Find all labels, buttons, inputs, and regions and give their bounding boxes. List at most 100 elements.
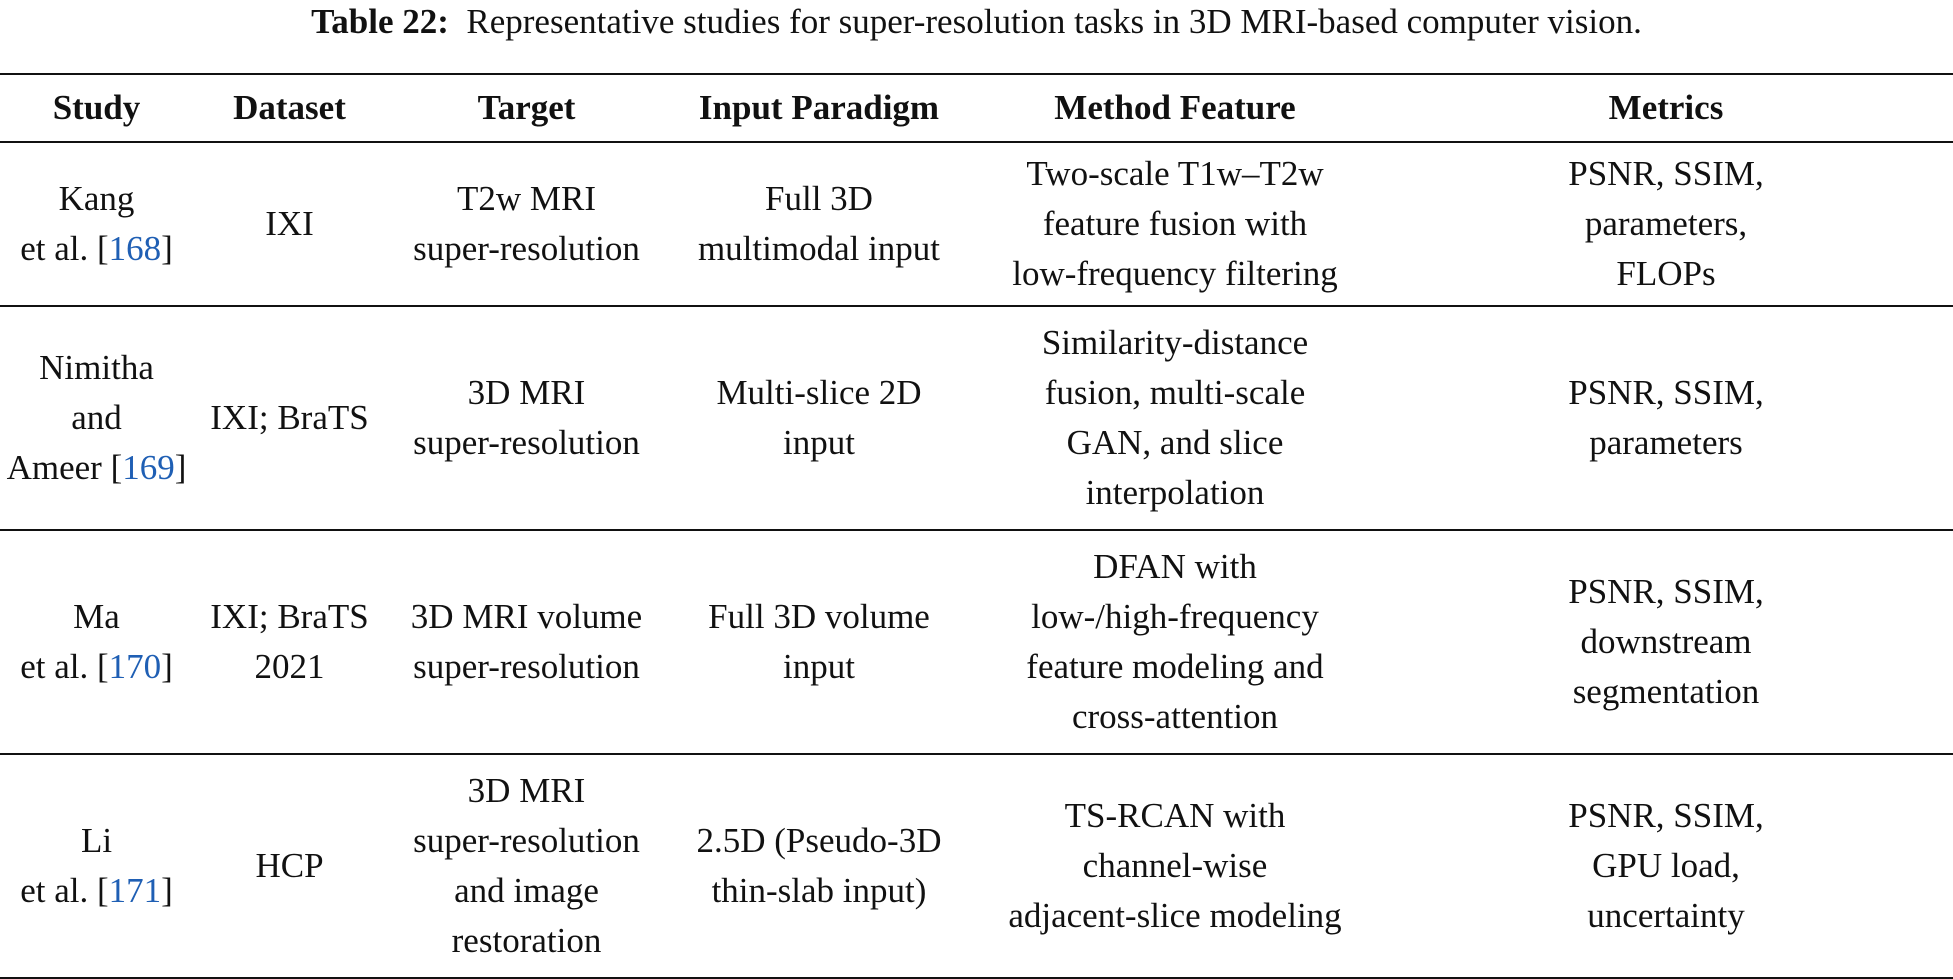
study-text: et al. [	[20, 647, 109, 686]
study-line: and	[71, 398, 122, 437]
header-row: Study Dataset Target Input Paradigm Meth…	[0, 74, 1953, 142]
target-line: super-resolution	[413, 821, 640, 860]
target-line: super-resolution	[413, 229, 640, 268]
target-line: super-resolution	[413, 647, 640, 686]
target-line: super-resolution	[413, 423, 640, 462]
target-cell: 3D MRI volume super-resolution	[386, 530, 667, 754]
metrics-line: PSNR, SSIM,	[1568, 154, 1764, 193]
dataset-cell: IXI	[193, 142, 386, 306]
citation-link[interactable]: 168	[108, 229, 162, 268]
method-line: feature fusion with	[1042, 204, 1308, 243]
method-line: feature modeling and	[1026, 647, 1324, 686]
metrics-line: PSNR, SSIM,	[1568, 373, 1764, 412]
table-row: Kang et al. [168] IXI T2w MRI super-reso…	[0, 142, 1953, 306]
input-line: multimodal input	[697, 229, 941, 268]
table-row: Ma et al. [170] IXI; BraTS 2021 3D MRI v…	[0, 530, 1953, 754]
study-line: Li	[80, 821, 113, 860]
study-line: Nimitha	[39, 348, 154, 387]
study-text: Ameer [	[6, 448, 123, 487]
input-line: Full 3D volume	[708, 597, 930, 636]
header-dataset: Dataset	[233, 88, 346, 127]
table-row: Nimitha and Ameer [169] IXI; BraTS 3D MR…	[0, 306, 1953, 530]
input-line: Multi-slice 2D	[716, 373, 922, 412]
table-row: Li et al. [171] HCP 3D MRI super-resolut…	[0, 754, 1953, 978]
dataset-cell: IXI; BraTS 2021	[193, 530, 386, 754]
metrics-cell: PSNR, SSIM, downstream segmentation	[1379, 530, 1953, 754]
study-cell: Li et al. [171]	[0, 754, 193, 978]
dataset-cell: HCP	[193, 754, 386, 978]
metrics-line: parameters,	[1584, 204, 1748, 243]
dataset-line: IXI; BraTS	[210, 398, 369, 437]
input-line: 2.5D (Pseudo-3D	[696, 821, 942, 860]
target-line: and image	[454, 871, 599, 910]
target-cell: 3D MRI super-resolution and image restor…	[386, 754, 667, 978]
target-line: T2w MRI	[456, 179, 597, 218]
table-caption: Table 22: Representative studies for sup…	[0, 2, 1953, 42]
citation-link[interactable]: 170	[108, 647, 162, 686]
study-cell: Kang et al. [168]	[0, 142, 193, 306]
method-line: low-frequency filtering	[1012, 254, 1338, 293]
metrics-cell: PSNR, SSIM, GPU load, uncertainty	[1379, 754, 1953, 978]
header-metrics: Metrics	[1608, 88, 1724, 127]
dataset-line: IXI; BraTS	[210, 597, 369, 636]
metrics-cell: PSNR, SSIM, parameters, FLOPs	[1379, 142, 1953, 306]
method-line: TS-RCAN with	[1064, 796, 1286, 835]
header-target: Target	[477, 88, 576, 127]
study-line: Ameer [169]	[6, 448, 187, 487]
header-input-paradigm: Input Paradigm	[698, 88, 940, 127]
method-line: fusion, multi-scale	[1044, 373, 1306, 412]
target-cell: T2w MRI super-resolution	[386, 142, 667, 306]
method-feature-cell: Similarity-distance fusion, multi-scale …	[971, 306, 1379, 530]
study-text: et al. [	[20, 871, 109, 910]
method-line: cross-attention	[1071, 697, 1279, 736]
target-cell: 3D MRI super-resolution	[386, 306, 667, 530]
header-study: Study	[52, 88, 141, 127]
study-line: et al. [170]	[20, 647, 173, 686]
method-line: DFAN with	[1093, 547, 1257, 586]
input-paradigm-cell: Full 3D multimodal input	[667, 142, 971, 306]
citation-link[interactable]: 171	[108, 871, 162, 910]
target-line: 3D MRI	[467, 373, 586, 412]
dataset-line: IXI	[265, 204, 314, 243]
dataset-line: 2021	[254, 647, 325, 686]
target-line: 3D MRI	[467, 771, 586, 810]
dataset-line: HCP	[255, 846, 324, 885]
method-line: channel-wise	[1082, 846, 1268, 885]
input-line: input	[783, 647, 855, 686]
method-line: adjacent-slice modeling	[1008, 896, 1342, 935]
metrics-line: PSNR, SSIM,	[1568, 796, 1764, 835]
study-line: et al. [171]	[20, 871, 173, 910]
input-line: Full 3D	[765, 179, 873, 218]
method-line: interpolation	[1085, 473, 1265, 512]
input-paradigm-cell: Multi-slice 2D input	[667, 306, 971, 530]
metrics-cell: PSNR, SSIM, parameters	[1379, 306, 1953, 530]
metrics-line: parameters	[1589, 423, 1743, 462]
study-line: Ma	[73, 597, 120, 636]
method-line: Two-scale T1w–T2w	[1026, 154, 1324, 193]
method-feature-cell: DFAN with low-/high-frequency feature mo…	[971, 530, 1379, 754]
metrics-line: downstream	[1580, 622, 1752, 661]
metrics-line: GPU load,	[1592, 846, 1740, 885]
study-text: et al. [	[20, 229, 109, 268]
caption-label: Table 22:	[311, 2, 449, 41]
study-cell: Nimitha and Ameer [169]	[0, 306, 193, 530]
target-line: restoration	[451, 921, 602, 960]
study-line: et al. [168]	[20, 229, 173, 268]
method-feature-cell: Two-scale T1w–T2w feature fusion with lo…	[971, 142, 1379, 306]
studies-table: Study Dataset Target Input Paradigm Meth…	[0, 73, 1953, 979]
method-line: Similarity-distance	[1041, 323, 1309, 362]
method-line: low-/high-frequency	[1031, 597, 1319, 636]
metrics-line: segmentation	[1572, 672, 1760, 711]
metrics-line: uncertainty	[1587, 896, 1745, 935]
metrics-line: PSNR, SSIM,	[1568, 572, 1764, 611]
method-feature-cell: TS-RCAN with channel-wise adjacent-slice…	[971, 754, 1379, 978]
input-line: input	[783, 423, 855, 462]
input-paradigm-cell: Full 3D volume input	[667, 530, 971, 754]
caption-text: Representative studies for super-resolut…	[466, 2, 1642, 41]
study-line: Kang	[58, 179, 135, 218]
citation-link[interactable]: 169	[122, 448, 175, 487]
method-line: GAN, and slice	[1066, 423, 1284, 462]
metrics-line: FLOPs	[1616, 254, 1716, 293]
dataset-cell: IXI; BraTS	[193, 306, 386, 530]
input-line: thin-slab input)	[711, 871, 927, 910]
